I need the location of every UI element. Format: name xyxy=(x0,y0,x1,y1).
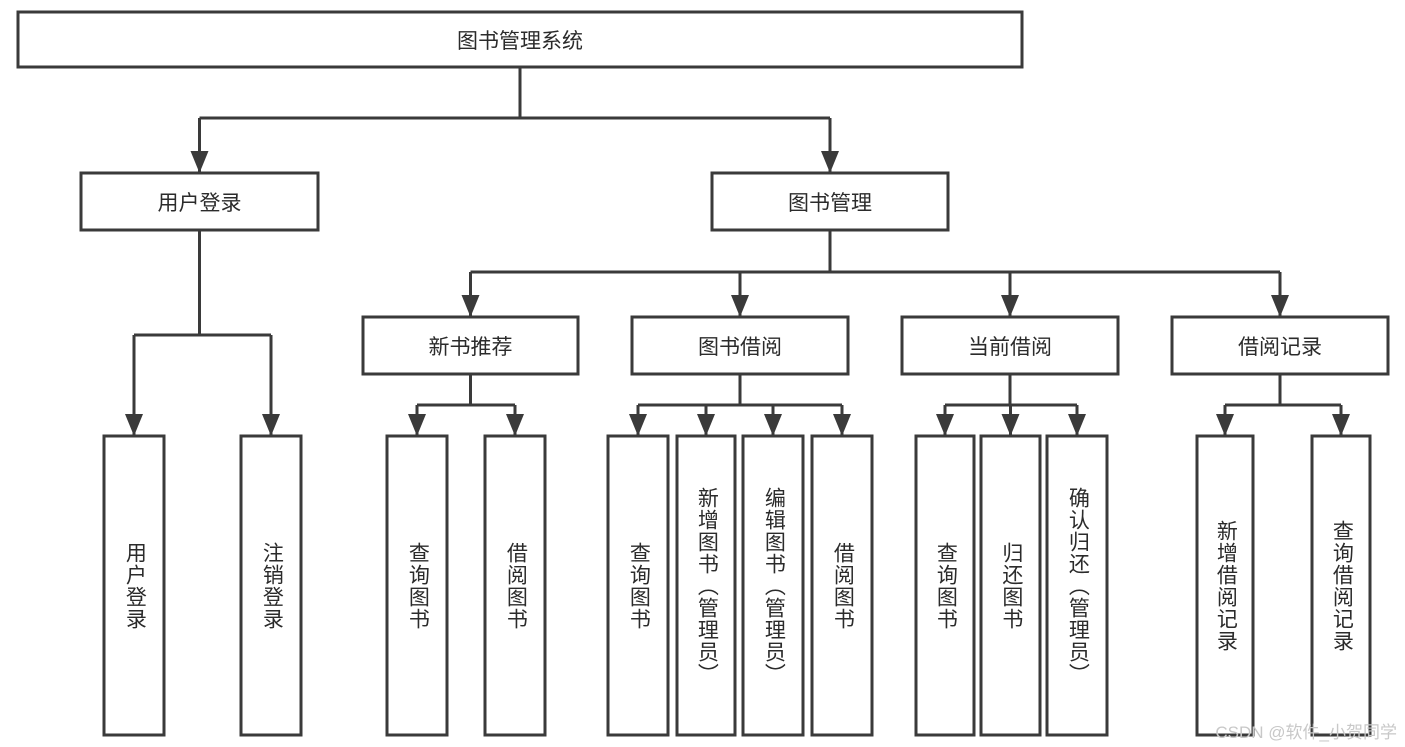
leaf-query-books-recommendation-box[interactable] xyxy=(385,434,449,737)
connector-layer xyxy=(125,67,1350,436)
leaf-confirm-return-admin[interactable]: 确认归还（管理员） xyxy=(1045,434,1109,737)
arrow-head-current-1 xyxy=(1001,414,1020,436)
leaf-query-books-borrowing[interactable]: 查询图书 xyxy=(606,434,670,737)
leaf-edit-book-admin[interactable]: 编辑图书（管理员） xyxy=(741,434,805,737)
leaf-borrow-books-borrowing[interactable]: 借阅图书 xyxy=(810,434,874,737)
leaf-confirm-return-admin-label: 确认归还（管理员） xyxy=(1066,486,1090,685)
arrow-head-borrowing-2 xyxy=(764,414,782,436)
leaf-add-book-admin[interactable]: 新增图书（管理员） xyxy=(675,434,737,737)
leaf-logout-box[interactable] xyxy=(239,434,303,737)
leaf-logout-label: 注销登录 xyxy=(260,541,284,630)
arrow-head-current-2 xyxy=(1068,414,1086,436)
arrow-head-current-0 xyxy=(936,414,954,436)
arrow-head-records-1 xyxy=(1332,414,1350,436)
arrow-head-book-mgmt-3 xyxy=(1271,295,1289,317)
leaf-edit-book-admin-label: 编辑图书（管理员） xyxy=(762,486,786,685)
leaf-return-books[interactable]: 归还图书 xyxy=(979,434,1042,737)
node-borrowing-records[interactable]: 借阅记录 xyxy=(1170,315,1390,376)
leaf-add-book-admin-label: 新增图书（管理员） xyxy=(695,486,719,685)
leaf-return-books-label: 归还图书 xyxy=(999,541,1023,630)
node-layer: 图书管理系统用户登录图书管理新书推荐图书借阅当前借阅借阅记录用户登录注销登录查询… xyxy=(16,10,1390,737)
arrow-head-borrowing-0 xyxy=(629,414,647,436)
arrow-head-records-0 xyxy=(1216,414,1234,436)
node-new-book-recommendation[interactable]: 新书推荐 xyxy=(361,315,580,376)
node-borrowing-records-box[interactable] xyxy=(1170,315,1390,376)
node-book-borrowing-label: 图书借阅 xyxy=(698,335,782,359)
node-library-management-system[interactable]: 图书管理系统 xyxy=(16,10,1024,69)
node-library-management-system-box[interactable] xyxy=(16,10,1024,69)
arrow-head-borrowing-1 xyxy=(697,414,715,436)
node-current-borrowing[interactable]: 当前借阅 xyxy=(900,315,1120,376)
leaf-logout[interactable]: 注销登录 xyxy=(239,434,303,737)
node-book-management[interactable]: 图书管理 xyxy=(710,171,950,232)
leaf-borrow-books-recommendation-label: 借阅图书 xyxy=(504,541,528,630)
arrow-head-book-mgmt-1 xyxy=(731,295,749,317)
leaf-query-books-current[interactable]: 查询图书 xyxy=(914,434,976,737)
arrow-head-recommendation-1 xyxy=(506,414,524,436)
node-book-management-box[interactable] xyxy=(710,171,950,232)
leaf-borrow-books-recommendation[interactable]: 借阅图书 xyxy=(483,434,547,737)
arrow-head-user-login-1 xyxy=(262,414,280,436)
arrow-head-book-mgmt-2 xyxy=(1001,295,1019,317)
node-current-borrowing-box[interactable] xyxy=(900,315,1120,376)
leaf-query-books-recommendation[interactable]: 查询图书 xyxy=(385,434,449,737)
node-new-book-recommendation-box[interactable] xyxy=(361,315,580,376)
leaf-query-books-borrowing-label: 查询图书 xyxy=(627,541,651,630)
leaf-borrow-books-borrowing-box[interactable] xyxy=(810,434,874,737)
node-current-borrowing-label: 当前借阅 xyxy=(968,335,1052,359)
arrow-head-root-1 xyxy=(821,151,839,173)
leaf-add-borrow-record-label: 新增借阅记录 xyxy=(1214,519,1238,652)
node-user-login-label: 用户登录 xyxy=(157,191,242,215)
leaf-borrow-books-recommendation-box[interactable] xyxy=(483,434,547,737)
leaf-confirm-return-admin-box[interactable] xyxy=(1045,434,1109,737)
leaf-add-borrow-record-box[interactable] xyxy=(1195,434,1255,737)
leaf-query-books-borrowing-box[interactable] xyxy=(606,434,670,737)
leaf-add-book-admin-box[interactable] xyxy=(675,434,737,737)
leaf-user-login-box[interactable] xyxy=(102,434,166,737)
leaf-query-books-recommendation-label: 查询图书 xyxy=(406,541,430,630)
leaf-query-books-current-box[interactable] xyxy=(914,434,976,737)
node-library-management-system-label: 图书管理系统 xyxy=(457,29,583,53)
leaf-user-login-label: 用户登录 xyxy=(123,541,147,630)
node-user-login[interactable]: 用户登录 xyxy=(79,171,320,232)
node-book-borrowing[interactable]: 图书借阅 xyxy=(630,315,850,376)
leaf-add-borrow-record[interactable]: 新增借阅记录 xyxy=(1195,434,1255,737)
arrow-head-book-mgmt-0 xyxy=(461,295,480,317)
node-borrowing-records-label: 借阅记录 xyxy=(1238,335,1322,359)
leaf-query-borrow-record-box[interactable] xyxy=(1310,434,1372,737)
leaf-return-books-box[interactable] xyxy=(979,434,1042,737)
leaf-query-borrow-record-label: 查询借阅记录 xyxy=(1330,519,1354,652)
node-book-management-label: 图书管理 xyxy=(788,191,872,215)
node-book-borrowing-box[interactable] xyxy=(630,315,850,376)
leaf-borrow-books-borrowing-label: 借阅图书 xyxy=(831,541,855,630)
leaf-edit-book-admin-box[interactable] xyxy=(741,434,805,737)
node-new-book-recommendation-label: 新书推荐 xyxy=(428,335,513,359)
arrow-head-root-0 xyxy=(190,151,209,173)
leaf-query-books-current-label: 查询图书 xyxy=(934,541,958,630)
arrow-head-borrowing-3 xyxy=(833,414,851,436)
arrow-head-recommendation-0 xyxy=(408,414,426,436)
node-user-login-box[interactable] xyxy=(79,171,320,232)
arrow-head-user-login-0 xyxy=(125,414,143,436)
leaf-user-login[interactable]: 用户登录 xyxy=(102,434,166,737)
leaf-query-borrow-record[interactable]: 查询借阅记录 xyxy=(1310,434,1372,737)
